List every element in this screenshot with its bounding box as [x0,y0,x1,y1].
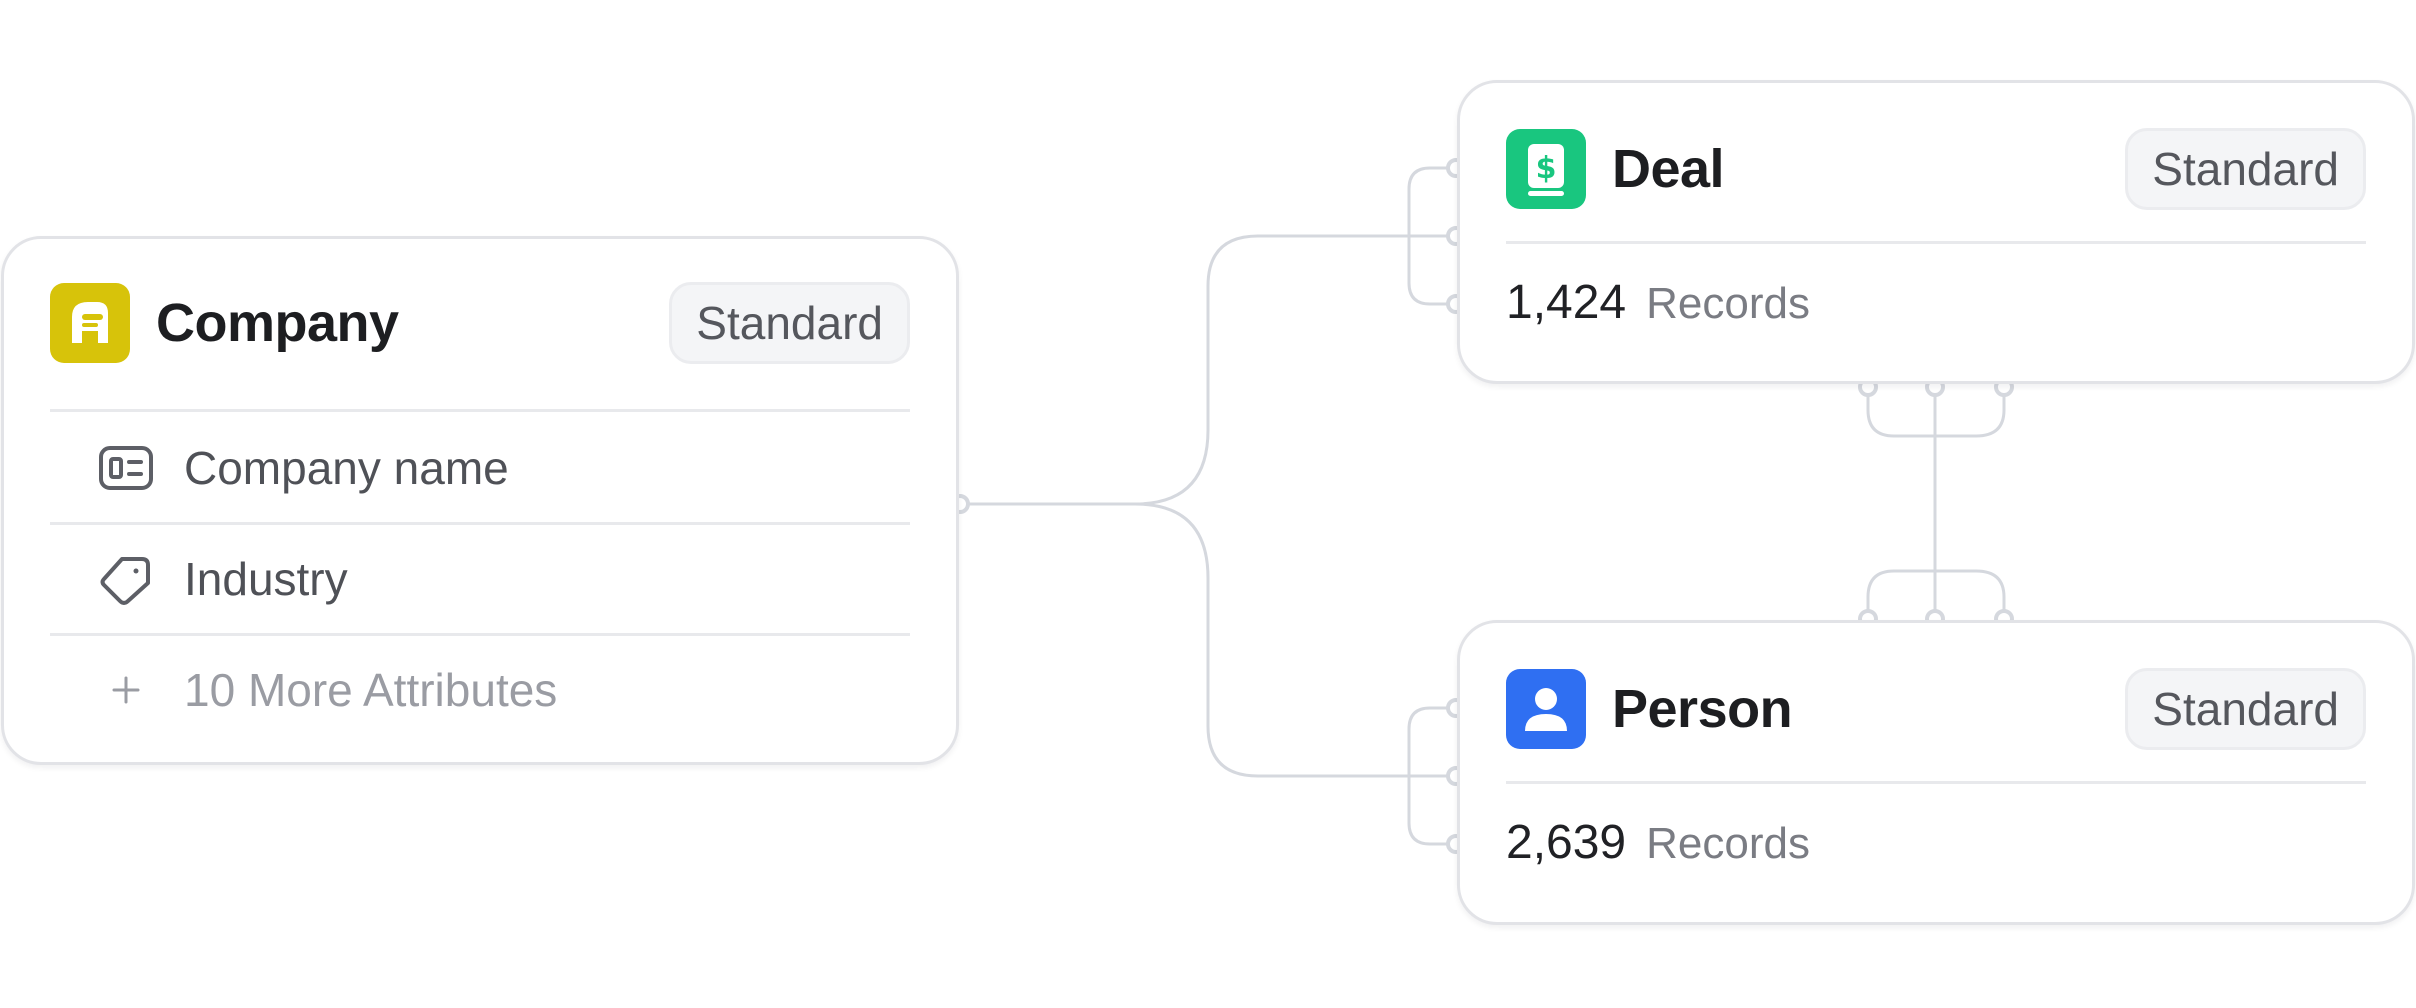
deal-records-count: 1,424 [1506,276,1627,329]
connector-company-person [1134,502,1456,778]
attribute-label-company-name: Company name [184,442,509,494]
connector-deal-left-bracket [1407,166,1456,306]
person-card-header: Person Standard [1506,668,2366,750]
plus-icon [98,662,154,718]
deal-object-card[interactable]: $ Deal Standard 1,424 Records [1457,80,2415,384]
company-title: Company [156,293,399,353]
company-card-header: Company Standard [50,282,910,364]
deal-header-divider [1506,241,2366,244]
tag-icon [98,551,154,607]
person-object-card[interactable]: Person Standard 2,639 Records [1457,620,2415,925]
dollar-document-icon: $ [1506,129,1586,209]
connector-company-deal [1134,234,1456,506]
attribute-row-company-name[interactable]: Company name [50,414,910,522]
person-records-label: Records [1646,819,1810,868]
attribute-divider [50,522,910,525]
more-attributes-row[interactable]: 10 More Attributes [50,636,910,744]
person-title: Person [1612,679,1793,739]
connector-person-left-bracket [1407,706,1456,846]
deal-title: Deal [1612,139,1725,199]
company-header-divider [50,409,910,412]
person-icon [1506,669,1586,749]
attribute-divider [50,633,910,636]
id-card-icon [98,440,154,496]
person-standard-badge: Standard [2125,668,2366,750]
company-object-card[interactable]: Company Standard Company name Industry [1,236,959,765]
person-header-divider [1506,781,2366,784]
deal-records: 1,424 Records [1506,275,1810,345]
deal-records-label: Records [1646,279,1810,328]
deal-card-header: $ Deal Standard [1506,128,2366,210]
deal-standard-badge: Standard [2125,128,2366,210]
more-attributes-label: 10 More Attributes [184,664,558,716]
person-records: 2,639 Records [1506,815,1810,885]
attribute-row-industry[interactable]: Industry [50,525,910,633]
attribute-label-industry: Industry [184,553,348,605]
svg-text:$: $ [1536,151,1557,186]
company-standard-badge: Standard [669,282,910,364]
company-icon [50,283,130,363]
person-records-count: 2,639 [1506,816,1627,869]
